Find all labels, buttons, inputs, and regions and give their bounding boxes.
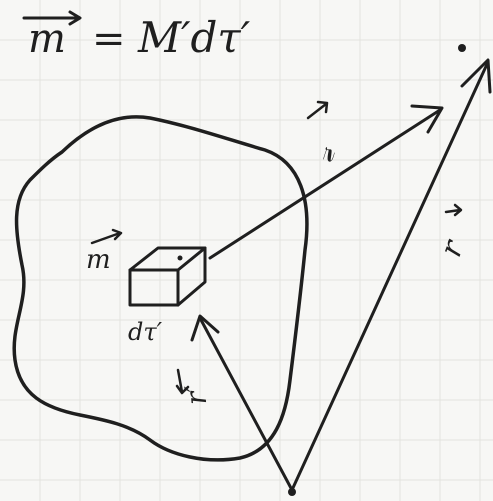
field-point-dot: [458, 44, 466, 52]
position-vector-r-prime: [190, 314, 294, 492]
magnetized-body-outline: [12, 115, 309, 462]
equation-rhs: M′dτ′: [137, 13, 251, 62]
r-prime-label-group: r′: [175, 368, 214, 406]
r-prime-vector-arrow: [175, 368, 190, 395]
source-point-dot: [177, 255, 183, 261]
origin-dot: [288, 488, 296, 496]
m-cube-vector-arrow: [90, 228, 123, 245]
m-cube-label: m: [86, 245, 111, 275]
separation-vector: [208, 104, 444, 260]
separation-vector-label-group: 𝓇: [306, 100, 342, 172]
r-label: r: [433, 235, 471, 262]
script-r-label: 𝓇: [309, 130, 342, 172]
equation-lhs: m: [28, 16, 66, 62]
equation-lhs-vector-arrow: [22, 10, 82, 26]
script-r-vector-arrow: [306, 100, 329, 120]
volume-element-cube: [128, 246, 207, 307]
dtau-prime-label: dτ′: [128, 318, 163, 346]
m-cube-label-group: m: [86, 228, 123, 275]
equation-equals: =: [92, 16, 126, 62]
r-vector-arrow: [444, 203, 463, 217]
position-vector-r: [290, 58, 492, 492]
equation: m = M′dτ′: [22, 10, 251, 62]
r-prime-label: r′: [179, 383, 214, 406]
r-label-group: r: [433, 203, 472, 262]
